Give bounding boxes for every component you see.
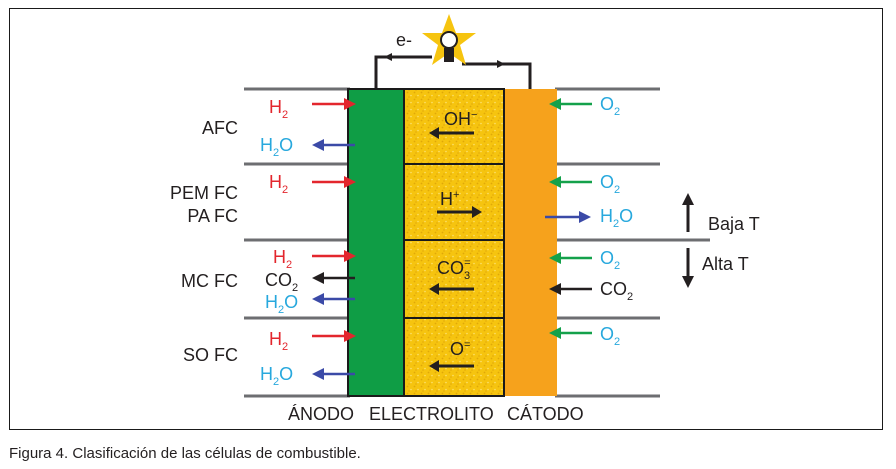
svg-text:O2: O2 [600, 248, 620, 272]
ion-arrow-left-icon [429, 360, 439, 372]
arrow-right-icon [344, 176, 356, 188]
svg-text:H2O: H2O [260, 135, 293, 159]
ion-row-afc: OH− [429, 109, 477, 139]
electron-arrow-icon [384, 53, 392, 61]
arrow-left-icon [312, 139, 324, 151]
arrow-right-icon [579, 211, 591, 223]
arrow-right-icon [344, 98, 356, 110]
svg-text:H2: H2 [269, 97, 288, 121]
electron-arrow-icon [497, 60, 505, 68]
layer-labels: ÁNODO ELECTROLITO CÁTODO [288, 404, 584, 424]
cathode-layer [504, 89, 557, 396]
anode-side-species: H2 H2O H2 H2 CO2 H2O H2 H2O [260, 97, 298, 388]
electron-label: e- [396, 30, 412, 50]
svg-text:H2O: H2O [600, 206, 633, 230]
type-label-so: SO FC [183, 345, 238, 365]
light-bulb-icon [422, 14, 476, 65]
svg-text:O2: O2 [600, 324, 620, 348]
ion-row-so: O= [429, 339, 474, 372]
type-label-pa: PA FC [187, 206, 238, 226]
svg-text:O2: O2 [600, 94, 620, 118]
type-label-afc: AFC [202, 118, 238, 138]
svg-text:OH−: OH− [444, 109, 477, 129]
arrow-left-icon [549, 283, 561, 295]
ion-arrow-right-icon [472, 206, 482, 218]
cathode-side-species: O2 O2 H2O O2 CO2 O2 [600, 94, 633, 348]
low-temp-label: Baja T [708, 214, 760, 234]
arrow-right-icon [344, 250, 356, 262]
cathode-side-arrows [545, 98, 592, 339]
arrow-up-icon [682, 193, 694, 205]
arrow-left-icon [312, 272, 324, 284]
svg-text:CO3=: CO3= [437, 257, 471, 282]
fuel-cell-type-labels: AFC PEM FC PA FC MC FC SO FC [170, 118, 238, 365]
ion-row-mc: CO3= [429, 257, 474, 295]
ion-arrow-left-icon [429, 283, 439, 295]
arrow-left-icon [549, 98, 561, 110]
svg-text:H2: H2 [269, 329, 288, 353]
arrow-down-icon [682, 276, 694, 288]
arrow-left-icon [312, 368, 324, 380]
arrow-left-icon [549, 176, 561, 188]
temperature-indicator: Baja T Alta T [682, 193, 760, 288]
external-circuit: e- [374, 14, 532, 89]
svg-text:H+: H+ [440, 189, 459, 209]
arrow-right-icon [344, 330, 356, 342]
svg-text:CO2: CO2 [600, 279, 633, 303]
anode-side-arrows [312, 98, 356, 380]
cathode-label: CÁTODO [507, 404, 584, 424]
flow-channel-lines [244, 87, 710, 398]
svg-text:O2: O2 [600, 172, 620, 196]
arrow-left-icon [312, 293, 324, 305]
type-label-mc: MC FC [181, 271, 238, 291]
anode-layer [347, 88, 405, 397]
type-label-pem: PEM FC [170, 183, 238, 203]
svg-text:O=: O= [450, 339, 470, 359]
svg-text:H2: H2 [273, 247, 292, 271]
svg-text:H2O: H2O [260, 364, 293, 388]
electrolyte-layer [403, 88, 505, 397]
anode-label: ÁNODO [288, 404, 354, 424]
svg-text:H2O: H2O [265, 292, 298, 316]
svg-text:CO2: CO2 [265, 270, 298, 294]
svg-text:H2: H2 [269, 172, 288, 196]
electrolyte-label: ELECTROLITO [369, 404, 494, 424]
figure-frame [9, 8, 883, 430]
ion-arrow-left-icon [429, 127, 439, 139]
arrow-left-icon [549, 327, 561, 339]
ion-row-pem: H+ [437, 189, 482, 218]
arrow-left-icon [549, 252, 561, 264]
high-temp-label: Alta T [702, 254, 749, 274]
figure-caption: Figura 4. Clasificación de las células d… [9, 445, 361, 462]
